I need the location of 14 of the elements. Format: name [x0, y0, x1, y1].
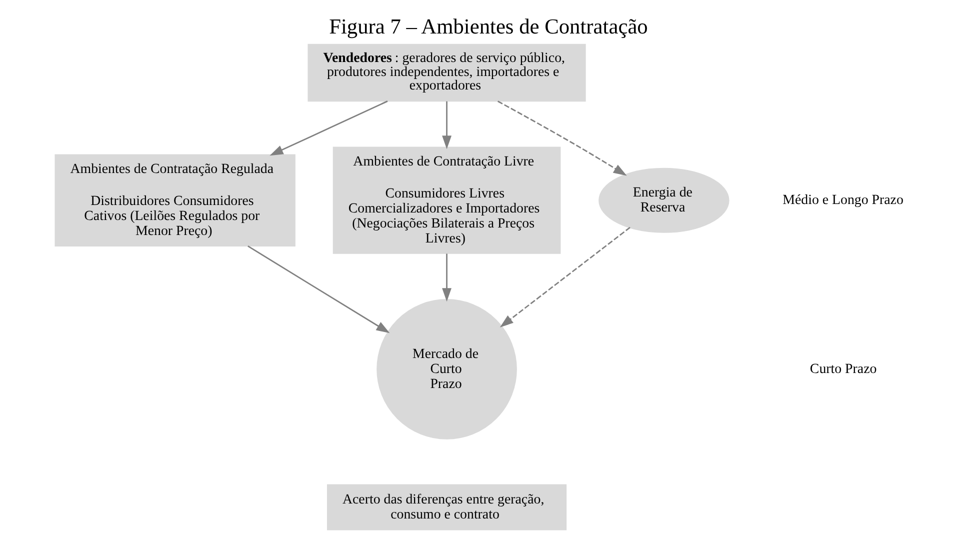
node-box: Ambientes de Contratação Livre Consumidores Livres Comercializadores e Importadores (Negociações Bilaterais a Preços Livres) [332, 146, 560, 254]
arrow [442, 101, 451, 150]
node-box: Vendedores: geradores de serviço público, produtores independentes, importadores e exportadores [307, 44, 586, 102]
arrow [499, 226, 630, 328]
diagram-title: Figura 7 – Ambientes de Contratação [328, 14, 648, 39]
node-ellipse: Energia de Reserva [598, 168, 729, 233]
label: Médio e Longo Prazo [782, 192, 903, 208]
label: Curto Prazo [809, 362, 876, 377]
node-box: Acerto das diferenças entre geração, consumo e contrato [326, 484, 566, 530]
arrow [247, 246, 390, 334]
arrow [496, 100, 626, 176]
arrow [269, 100, 388, 156]
node-box: Ambientes de Contratação Regulada Distribuidores Consumidores Cativos (Leilões Regulados por Menor Preço) [54, 154, 295, 246]
arrow [442, 254, 451, 302]
